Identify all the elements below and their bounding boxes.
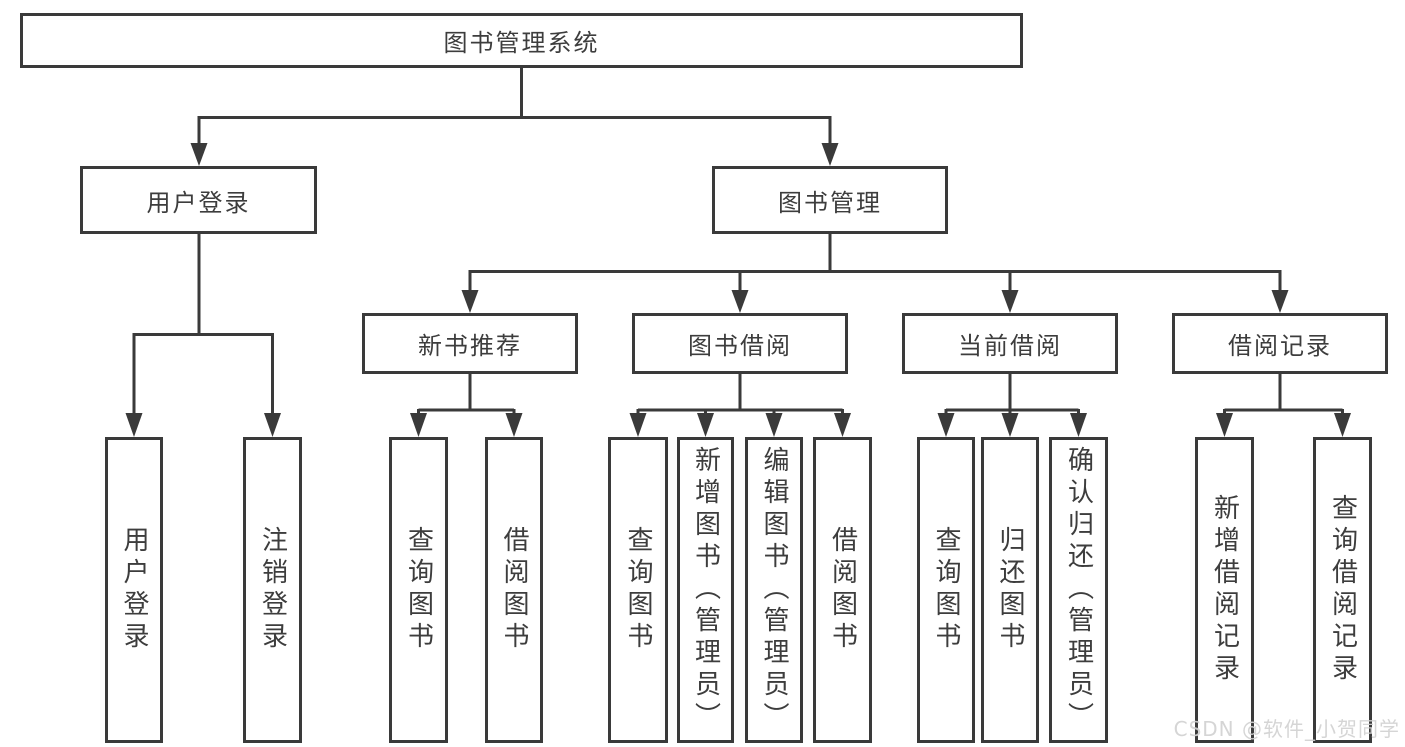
leaf-label: 查询图书	[403, 526, 434, 654]
leaf-label: 新增图书（管理员）	[690, 446, 721, 734]
leaf-label: 查询图书	[931, 526, 961, 654]
leaf-label: 用户登录	[119, 526, 149, 654]
leaf-return-books: 归还图书	[981, 437, 1039, 743]
leaf-label: 确认归还（管理员）	[1063, 446, 1094, 734]
node-label: 当前借阅	[958, 332, 1062, 360]
node-user-login: 用户登录	[80, 166, 317, 234]
node-label: 新书推荐	[418, 332, 522, 360]
leaf-confirm-return-admin: 确认归还（管理员）	[1049, 437, 1108, 743]
leaf-label: 编辑图书（管理员）	[759, 446, 789, 734]
leaf-query-borrow-record: 查询借阅记录	[1313, 437, 1372, 743]
node-label: 借阅记录	[1228, 332, 1332, 360]
node-library-management-system: 图书管理系统	[20, 13, 1023, 68]
node-new-book-recommend: 新书推荐	[362, 313, 578, 374]
leaf-label: 新增借阅记录	[1209, 494, 1240, 686]
arrowheads	[125, 143, 1351, 437]
leaf-query-books-current: 查询图书	[917, 437, 975, 743]
leaf-add-borrow-record: 新增借阅记录	[1195, 437, 1254, 743]
node-current-borrow: 当前借阅	[902, 313, 1118, 374]
leaf-query-books-recommend: 查询图书	[389, 437, 448, 743]
leaf-borrow-books: 借阅图书	[813, 437, 872, 743]
leaf-user-login: 用户登录	[105, 437, 163, 743]
node-label: 图书借阅	[688, 332, 792, 360]
node-label: 图书管理系统	[443, 29, 600, 57]
leaf-query-books-borrow: 查询图书	[608, 437, 668, 743]
leaf-label: 归还图书	[995, 526, 1025, 654]
node-book-borrow: 图书借阅	[632, 313, 848, 374]
node-borrow-records: 借阅记录	[1172, 313, 1388, 374]
csdn-watermark: CSDN @软件_小贺同学	[1173, 717, 1400, 741]
leaf-label: 借阅图书	[827, 526, 858, 654]
leaf-label: 查询图书	[623, 526, 653, 654]
leaf-logout-login: 注销登录	[243, 437, 302, 743]
node-book-management: 图书管理	[712, 166, 948, 234]
leaf-label: 借阅图书	[499, 526, 529, 654]
leaf-label: 注销登录	[257, 526, 288, 654]
node-label: 图书管理	[778, 188, 882, 217]
node-label: 用户登录	[146, 188, 251, 217]
leaf-edit-books-admin: 编辑图书（管理员）	[745, 437, 803, 743]
leaf-borrow-books-recommend: 借阅图书	[485, 437, 543, 743]
leaf-label: 查询借阅记录	[1327, 494, 1358, 686]
leaf-add-books-admin: 新增图书（管理员）	[677, 437, 734, 743]
